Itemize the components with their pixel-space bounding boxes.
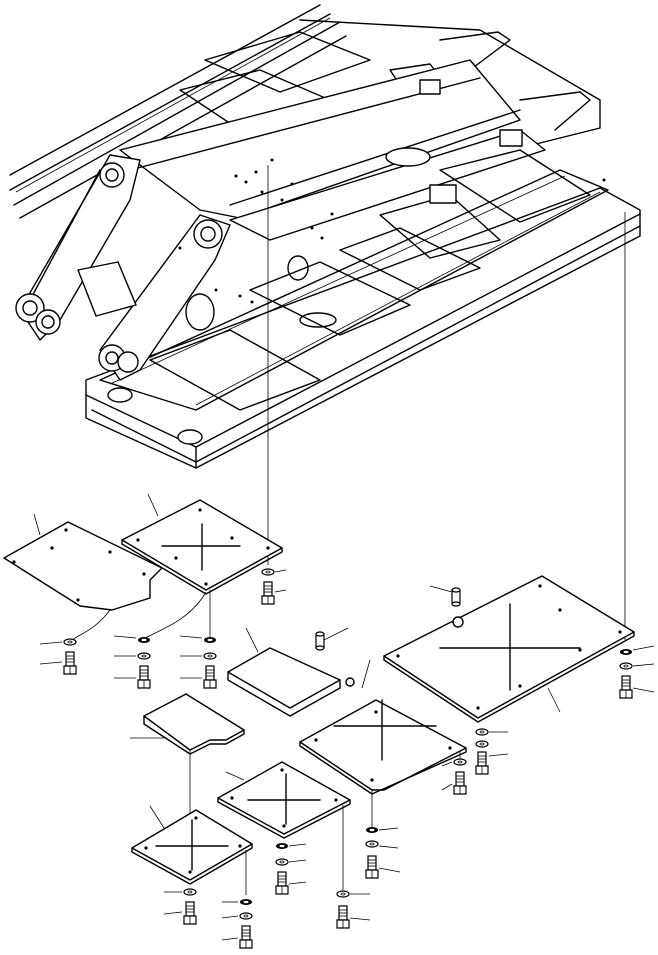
bolt-set-left[interactable]	[39, 638, 77, 675]
revolving-frame-assembly	[9, 4, 641, 469]
dowel-pin-center[interactable]	[315, 627, 349, 651]
cover-plate-small-top[interactable]	[227, 627, 341, 717]
bolt-set-center-left[interactable]	[441, 758, 467, 795]
cover-plate-center[interactable]	[299, 659, 467, 795]
bolt-set-upper-mid[interactable]	[261, 568, 287, 605]
bolt-set-bottom-mid[interactable]	[221, 899, 253, 949]
bolt-set-mid-left[interactable]	[113, 635, 151, 689]
cover-plate-lower-left[interactable]	[131, 805, 253, 885]
bolt-set-far-right[interactable]	[619, 645, 655, 699]
cover-plate-right-large[interactable]	[383, 575, 635, 723]
bolt-set-center-right[interactable]	[475, 728, 509, 775]
bolt-set-lower-mid[interactable]	[275, 843, 307, 895]
bolt-set-bottom-left[interactable]	[163, 888, 197, 925]
cover-plate-lower-mid[interactable]	[217, 761, 351, 839]
cover-plate-mid[interactable]	[121, 493, 283, 639]
bolt-set-lower-center[interactable]	[365, 827, 401, 879]
cover-plate-left[interactable]	[3, 513, 163, 641]
bolt-set-bottom-right[interactable]	[336, 890, 371, 929]
dowel-pin-right[interactable]	[429, 585, 461, 607]
cover-plate-small-bottom[interactable]	[130, 693, 245, 755]
bolt-set-mid-right[interactable]	[179, 635, 217, 689]
